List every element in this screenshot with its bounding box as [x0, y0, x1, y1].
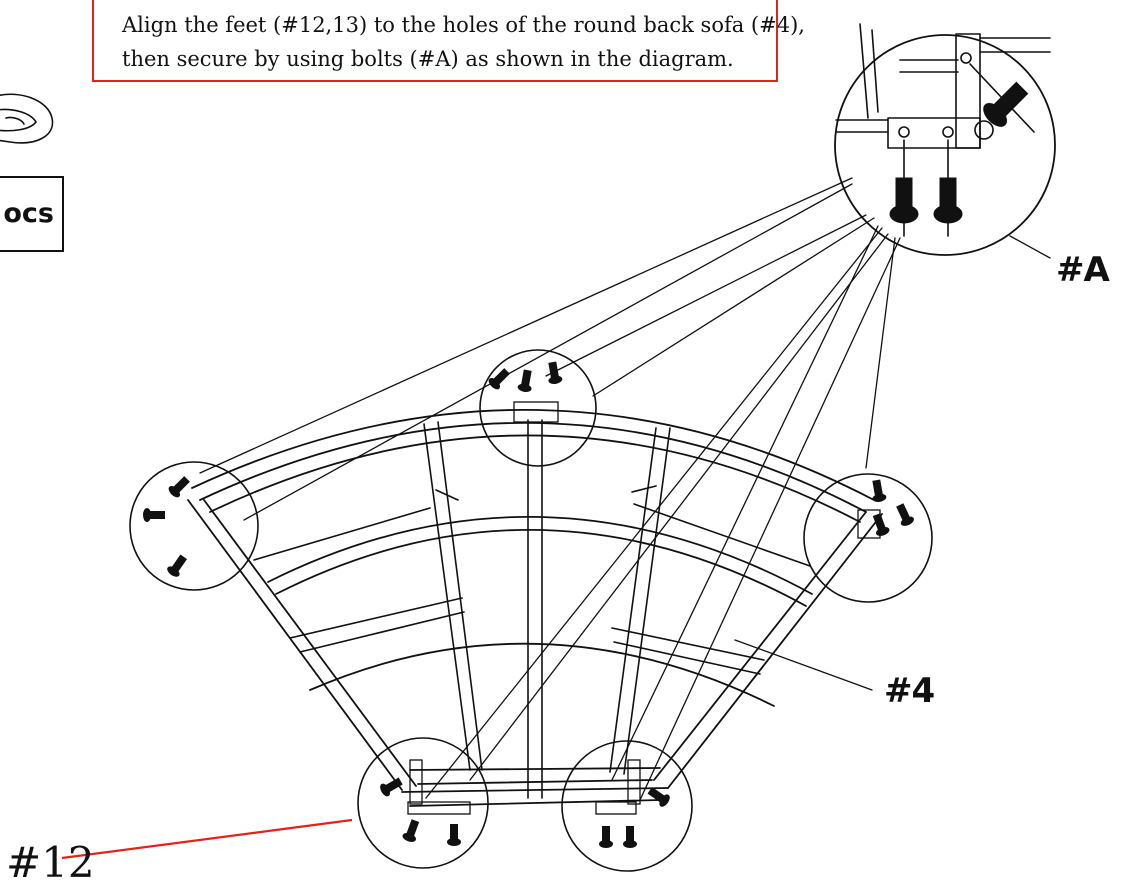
instruction-line-1: Align the feet (#12,13) to the holes of … [122, 13, 805, 37]
bolt-icon-group [889, 81, 1029, 224]
callout-circle-detail [834, 34, 1056, 256]
instruction-callout: Align the feet (#12,13) to the holes of … [92, 0, 805, 82]
callout-leader-lines [199, 177, 1051, 801]
callout-circle-top [479, 349, 597, 467]
bolt-part-label: #A [1056, 250, 1110, 290]
sofa-part-label: #4 [884, 671, 935, 711]
sofa-leader-line [734, 639, 873, 691]
quantity-box: ocs [0, 176, 64, 252]
callout-circle-bottom-left [357, 737, 489, 869]
callout-circle-right [803, 473, 933, 603]
foot-part-icon [0, 93, 54, 144]
detail-frame [835, 23, 1051, 149]
instruction-line-2: then secure by using bolts (#A) as shown… [122, 47, 734, 71]
foot-leader-line [61, 818, 353, 860]
sofa-back-rails [191, 409, 875, 707]
callout-circle-bottom-right [561, 740, 693, 872]
foot-part-label: #12 [6, 838, 95, 887]
sofa-slats [253, 419, 811, 799]
callout-circle-left [129, 461, 259, 591]
small-bolts [143, 361, 914, 848]
sofa-side-rails [187, 499, 883, 807]
